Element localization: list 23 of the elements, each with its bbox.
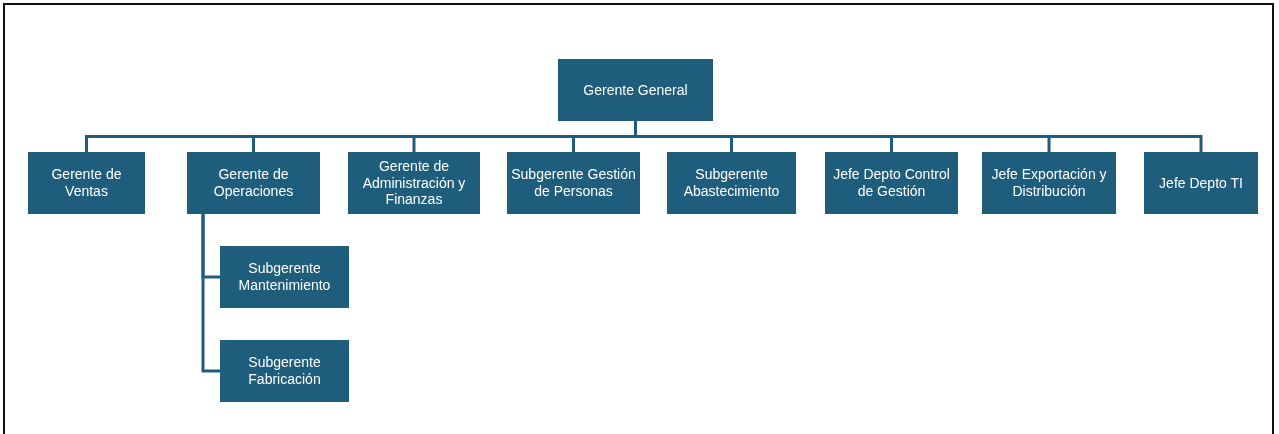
position-box [220, 340, 349, 402]
position-box [667, 152, 796, 214]
position-box [220, 246, 349, 308]
position-title: Jefe Depto TI [1159, 174, 1243, 192]
position-title: Subgerente Mantenimiento [237, 260, 332, 294]
position-title: Jefe Depto Control de Gestión [832, 166, 951, 200]
position-box [507, 152, 640, 214]
position-box [348, 152, 480, 214]
position-title: Subgerente Fabricación [247, 354, 322, 388]
position-title: Jefe Exportación y Distribución [990, 166, 1108, 200]
position-box [982, 152, 1116, 214]
position-box [825, 152, 958, 214]
position-box [558, 59, 713, 121]
position-box [28, 152, 145, 214]
position-title: Gerente de Operaciones [212, 166, 295, 200]
position-box [187, 152, 320, 214]
position-box [1144, 152, 1258, 214]
connector-line [201, 214, 220, 373]
position-title: Gerente de Administración y Finanzas [361, 157, 467, 209]
position-title: Subgerente Abastecimiento [682, 166, 781, 200]
position-title: Gerente de Ventas [50, 166, 123, 200]
position-title: Gerente General [583, 81, 688, 99]
position-title: Subgerente Gestión de Personas [510, 166, 637, 200]
